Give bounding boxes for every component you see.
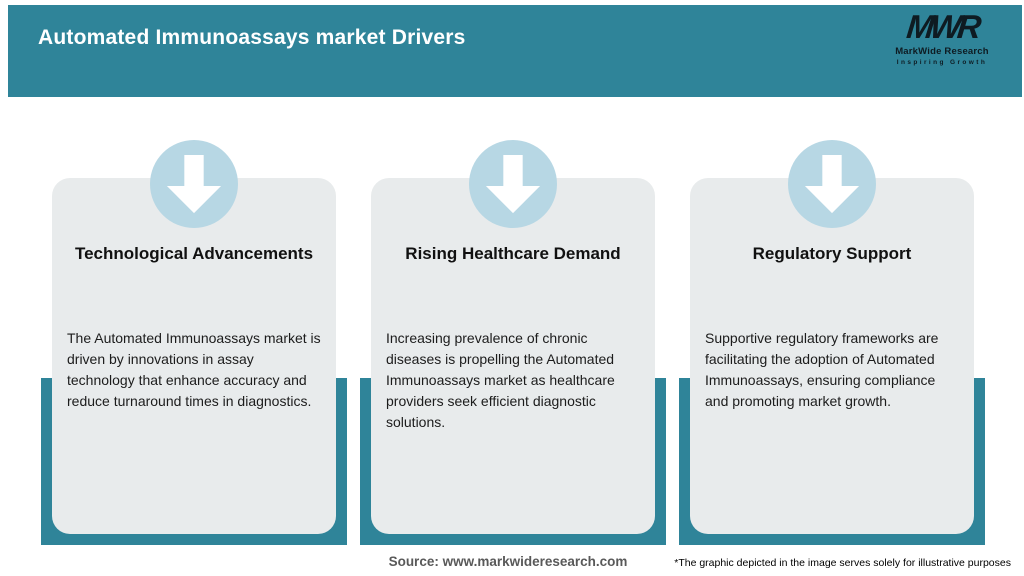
driver-card-rising-healthcare-demand: Rising Healthcare Demand Increasing prev… — [360, 140, 666, 546]
down-arrow-icon — [801, 153, 863, 215]
disclaimer-text: *The graphic depicted in the image serve… — [674, 557, 1011, 569]
mwr-logo-mark: MWR — [904, 8, 980, 45]
markwide-research-logo: MWR MarkWide Research Inspiring Growth — [882, 8, 1002, 66]
card-icon-circle — [469, 140, 557, 228]
down-arrow-icon — [163, 153, 225, 215]
card-icon-circle — [150, 140, 238, 228]
card-icon-circle — [788, 140, 876, 228]
card-title: Technological Advancements — [74, 244, 314, 263]
logo-tagline: Inspiring Growth — [896, 58, 988, 66]
driver-card-regulatory-support: Regulatory Support Supportive regulatory… — [679, 140, 985, 546]
driver-card-technological-advancements: Technological Advancements The Automated… — [41, 140, 347, 546]
card-title: Regulatory Support — [752, 244, 912, 263]
down-arrow-icon — [482, 153, 544, 215]
card-panel: Regulatory Support Supportive regulatory… — [690, 178, 974, 534]
source-text: Source: www.markwideresearch.com — [388, 554, 628, 569]
page-title: Automated Immunoassays market Drivers — [38, 26, 466, 49]
card-title: Rising Healthcare Demand — [405, 244, 621, 263]
card-body-text: Supportive regulatory frameworks are fac… — [705, 330, 939, 409]
card-body-text: Increasing prevalence of chronic disease… — [386, 330, 615, 430]
logo-company-name: MarkWide Research — [895, 45, 989, 57]
header-bar: Automated Immunoassays market Drivers MW… — [8, 5, 1022, 97]
card-panel: Rising Healthcare Demand Increasing prev… — [371, 178, 655, 534]
card-body-text: The Automated Immunoassays market is dri… — [67, 330, 321, 409]
card-panel: Technological Advancements The Automated… — [52, 178, 336, 534]
